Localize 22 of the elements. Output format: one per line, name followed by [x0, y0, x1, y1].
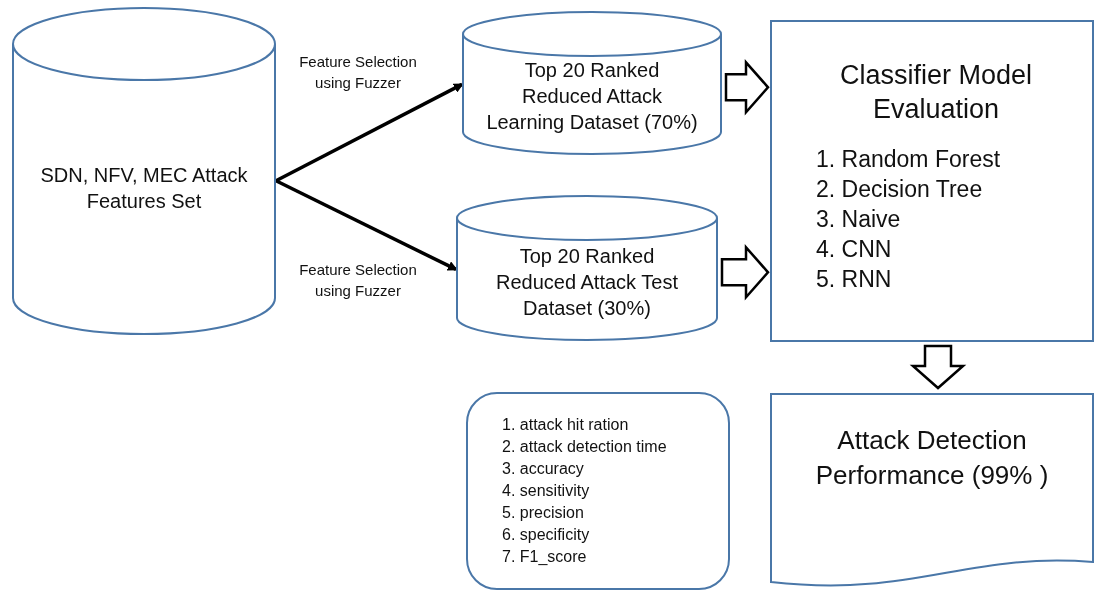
list-item: 5. precision: [502, 503, 584, 523]
list-item: 3. Naive: [816, 205, 901, 234]
node-label: Top 20 Ranked Reduced Attack Learning Dataset (70%): [485, 58, 699, 135]
list-item: 2. attack detection time: [502, 437, 667, 457]
list-item: 4. CNN: [816, 235, 892, 264]
block-arrow: [720, 244, 770, 301]
node-label: SDN, NFV, MEC Attack Features Set: [39, 163, 249, 214]
arrow: [275, 179, 458, 271]
list-item: 3. accuracy: [502, 459, 584, 479]
list-item: 1. Random Forest: [816, 145, 1001, 174]
list-item: 4. sensitivity: [502, 481, 590, 501]
list-item: 2. Decision Tree: [816, 175, 983, 204]
block-arrow: [909, 344, 967, 390]
list-item: 5. RNN: [816, 265, 892, 294]
list-item: 7. F1_score: [502, 547, 587, 567]
arrow: [275, 82, 464, 183]
node-label: Top 20 Ranked Reduced Attack Test Dataset (30%): [495, 244, 679, 321]
block-arrow: [724, 59, 770, 116]
list-item: 6. specificity: [502, 525, 590, 545]
box-heading: Classifier Model Evaluation: [838, 59, 1034, 126]
node-label: Attack Detection Performance (99% ): [814, 424, 1050, 492]
list-item: 1. attack hit ration: [502, 415, 629, 435]
